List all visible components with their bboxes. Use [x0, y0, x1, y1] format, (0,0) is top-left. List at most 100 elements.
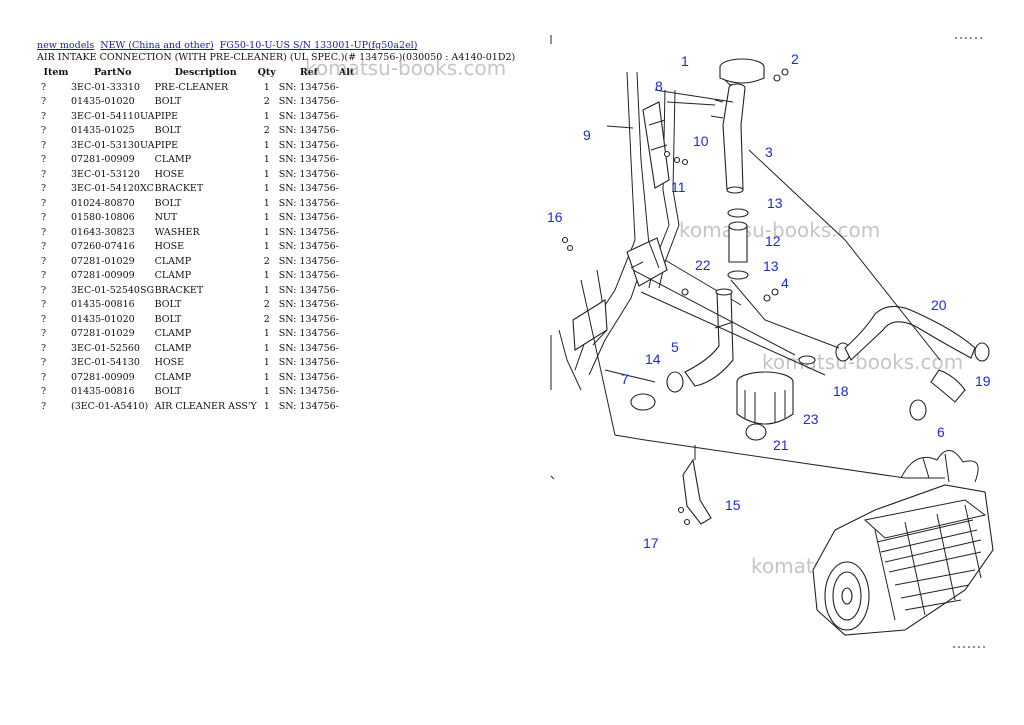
- cell-item: ?: [41, 400, 47, 412]
- cell-description: BOLT: [154, 125, 182, 137]
- cell-alt: [339, 298, 354, 313]
- cell-alt: [339, 356, 354, 371]
- bracket-22: [626, 237, 742, 306]
- cell-partno: 07281-01029: [71, 255, 135, 267]
- cell-description: BOLT: [154, 313, 182, 325]
- cell-item: ?: [41, 226, 47, 238]
- cell-qty: 1: [263, 110, 270, 122]
- pipe-3: [710, 83, 746, 194]
- cell-item: ?: [41, 154, 47, 166]
- cell-description: CLAMP: [154, 328, 192, 340]
- cell-partno: 01435-01025: [71, 125, 135, 137]
- cell-alt: [339, 283, 354, 298]
- page-title: AIR INTAKE CONNECTION (WITH PRE-CLEANER)…: [37, 52, 516, 63]
- cell-alt: [339, 370, 354, 385]
- cell-ref: SN: 134756-: [278, 270, 339, 282]
- cell-description: CLAMP: [154, 154, 192, 166]
- cell-ref: SN: 134756-: [278, 183, 339, 195]
- cell-alt: [339, 80, 354, 95]
- cell-ref: SN: 134756-: [278, 110, 339, 122]
- cell-ref: SN: 134756-: [278, 357, 339, 369]
- breadcrumb-link-model[interactable]: FG50-10-U-US S/N 133001-UP(fg50a2el): [219, 40, 418, 51]
- cell-description: BOLT: [154, 299, 182, 311]
- cell-ref: SN: 134756-: [278, 371, 339, 383]
- cell-qty: 1: [263, 241, 270, 253]
- pre-cleaner: [719, 58, 765, 98]
- callout-19: 19: [975, 373, 991, 389]
- engine-block: [812, 450, 994, 636]
- cell-partno: 07260-07416: [71, 241, 135, 253]
- cell-item: ?: [41, 386, 47, 398]
- column-header-alt: Alt: [338, 67, 355, 78]
- cell-alt: [339, 153, 354, 168]
- callout-21: 21: [773, 437, 789, 453]
- cell-partno: 07281-00909: [71, 154, 135, 166]
- cell-partno: 01643-30823: [71, 226, 135, 238]
- cell-partno: 01580-10806: [71, 212, 135, 224]
- cell-partno: 07281-00909: [71, 371, 135, 383]
- cell-item: ?: [41, 342, 47, 354]
- breadcrumb-link-new-models[interactable]: new models: [37, 40, 95, 51]
- breadcrumb-link-region[interactable]: NEW (China and other): [100, 40, 214, 51]
- leader-lines: [580, 89, 945, 479]
- cell-ref: SN: 134756-: [278, 400, 339, 412]
- cell-alt: [339, 399, 354, 414]
- callout-22: 22: [695, 257, 711, 273]
- elbow-5: [684, 288, 734, 387]
- cell-description: HOSE: [154, 241, 185, 253]
- cell-item: ?: [41, 212, 47, 224]
- callout-23: 23: [803, 411, 819, 427]
- cell-qty: 1: [263, 139, 270, 151]
- cell-description: NUT: [154, 212, 178, 224]
- cell-qty: 2: [263, 96, 270, 108]
- exploded-parts-diagram: 1 2 3 4 5 6 7 8 9 10 11 12 13 13 14 15 1…: [547, 35, 994, 648]
- cell-item: ?: [41, 96, 47, 108]
- cell-item: ?: [41, 371, 47, 383]
- cell-ref: SN: 134756-: [278, 342, 339, 354]
- cell-ref: SN: 134756-: [278, 328, 339, 340]
- cell-alt: [339, 211, 354, 226]
- cell-alt: [339, 312, 354, 327]
- cell-item: ?: [41, 313, 47, 325]
- cell-partno: 3EC-01-33310: [71, 81, 140, 93]
- cell-alt: [339, 269, 354, 284]
- cell-description: PRE-CLEANER: [154, 81, 229, 93]
- cell-partno: 01024-80870: [71, 197, 135, 209]
- cell-alt: [339, 385, 354, 400]
- callout-6: 6: [937, 424, 945, 440]
- callout-14: 14: [645, 351, 661, 367]
- table-header-row: Item PartNo Description Qty Ref Alt: [37, 65, 355, 80]
- cell-description: HOSE: [154, 168, 185, 180]
- cell-qty: 1: [263, 371, 270, 383]
- cell-alt: [339, 95, 354, 110]
- cell-alt: [339, 182, 354, 197]
- cell-item: ?: [41, 299, 47, 311]
- callout-15: 15: [725, 497, 741, 513]
- cell-qty: 1: [263, 342, 270, 354]
- column-header-description: Description: [174, 67, 237, 78]
- cell-alt: [339, 225, 354, 240]
- cell-alt: [339, 109, 354, 124]
- cell-qty: 1: [263, 183, 270, 195]
- cell-ref: SN: 134756-: [278, 255, 339, 267]
- cell-item: ?: [41, 139, 47, 151]
- cell-qty: 1: [263, 357, 270, 369]
- column-header-qty: Qty: [257, 67, 276, 78]
- cell-item: ?: [41, 110, 47, 122]
- cell-description: BRACKET: [154, 284, 204, 296]
- cell-partno: 3EC-01-54110UA: [71, 110, 155, 122]
